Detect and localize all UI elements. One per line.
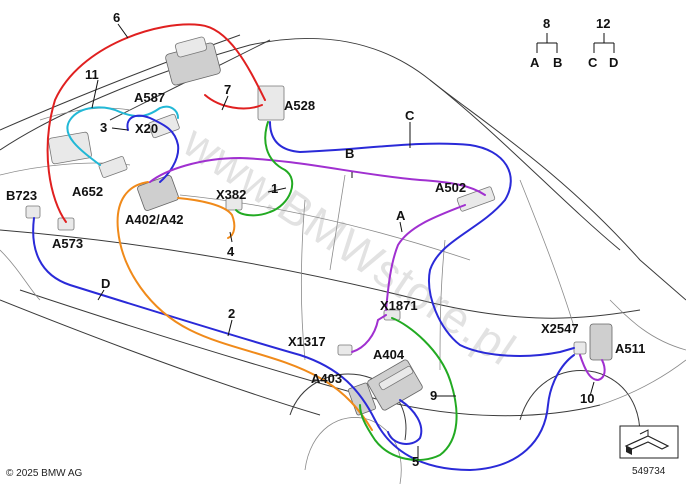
- door-line-2: [439, 239, 446, 371]
- wire-9-green: [359, 317, 458, 461]
- label-A: A: [396, 208, 406, 223]
- figure-number: 549734: [632, 466, 666, 477]
- label-x2547: X2547: [541, 321, 579, 336]
- wire-C-blue: [269, 121, 575, 357]
- wire-7-red: [204, 94, 263, 110]
- a404-module: [367, 359, 423, 411]
- roof-line: [0, 37, 621, 251]
- label-x382: X382: [216, 187, 246, 202]
- front-module-cluster: [48, 131, 92, 165]
- label-a402: A402/A42: [125, 212, 184, 227]
- legend: 8 A B 12 C D: [530, 16, 618, 70]
- tail-line: [609, 299, 686, 351]
- legend-12-parent: 12: [596, 16, 610, 31]
- x1317-connector: [337, 344, 353, 356]
- c-pillar: [519, 179, 576, 331]
- front-bumper: [0, 249, 41, 301]
- b-pillar: [329, 174, 346, 271]
- a511-module: [589, 323, 613, 361]
- labels: 6 11 A587 7 A528 3 X20 C B A652 B723 1 X…: [6, 10, 645, 469]
- label-3: 3: [100, 120, 107, 135]
- label-6: 6: [113, 10, 120, 25]
- legend-8-child-b: B: [553, 55, 562, 70]
- label-a528: A528: [284, 98, 315, 113]
- x382-connector: [225, 197, 243, 211]
- x2547-connector: [573, 341, 587, 355]
- view-direction-icon: [619, 425, 679, 459]
- legend-8-parent: 8: [543, 16, 550, 31]
- wire-10-purple: [579, 354, 606, 381]
- label-a587: A587: [134, 90, 165, 105]
- wire-x1317-purple: [351, 314, 387, 353]
- a573-module: [57, 217, 75, 231]
- copyright-text: © 2025 BMW AG: [6, 468, 83, 479]
- door-line-1: [300, 199, 306, 361]
- a652-module: [98, 156, 128, 178]
- label-C: C: [405, 108, 415, 123]
- label-1: 1: [271, 181, 278, 196]
- legend-group-12: 12 C D: [588, 16, 618, 70]
- label-a573: A573: [52, 236, 83, 251]
- label-9: 9: [430, 388, 437, 403]
- label-11: 11: [85, 67, 99, 82]
- legend-group-8: 8 A B: [530, 16, 562, 70]
- a402-module: [137, 175, 179, 211]
- rear-bumper: [599, 359, 686, 406]
- wire-3-blue: [126, 114, 180, 183]
- label-4: 4: [227, 244, 235, 259]
- roof-rear: [429, 79, 686, 301]
- legend-12-child-d: D: [609, 55, 618, 70]
- a528-module: [257, 85, 285, 121]
- label-a511: A511: [615, 341, 645, 356]
- sill-line: [19, 289, 601, 417]
- wire-5-blue: [387, 399, 423, 445]
- wire-A-purple: [385, 204, 466, 311]
- label-a502: A502: [435, 180, 466, 195]
- window-lower: [179, 194, 471, 261]
- wire-D-blue: [32, 217, 575, 471]
- label-b723: B723: [6, 188, 37, 203]
- wire-6-red: [46, 23, 266, 223]
- label-7: 7: [224, 82, 231, 97]
- front-wheel-arch: [289, 373, 407, 441]
- leader-lines: [91, 23, 595, 460]
- label-a652: A652: [72, 184, 103, 199]
- legend-12-child-c: C: [588, 55, 598, 70]
- wire-4-orange: [177, 197, 236, 239]
- label-x20: X20: [135, 121, 158, 136]
- rear-wheel-arch: [519, 370, 641, 436]
- a502-module: [456, 186, 496, 212]
- label-10: 10: [580, 391, 594, 406]
- label-D: D: [101, 276, 110, 291]
- label-x1317: X1317: [288, 334, 326, 349]
- b723-sensor: [25, 205, 41, 219]
- label-a404: A404: [373, 347, 405, 362]
- legend-8-child-a: A: [530, 55, 540, 70]
- label-2: 2: [228, 306, 235, 321]
- wire-11-cyan: [66, 105, 179, 166]
- wire-2-orange: [116, 181, 373, 431]
- a587-module: [165, 36, 221, 86]
- label-B: B: [345, 146, 354, 161]
- beltline: [0, 229, 641, 319]
- wire-1-green: [235, 121, 294, 217]
- lower-body: [0, 299, 321, 416]
- label-5: 5: [412, 454, 419, 469]
- label-x1871: X1871: [380, 298, 418, 313]
- x1871-connector: [383, 309, 401, 321]
- wire-B-purple: [149, 157, 486, 196]
- components: [25, 36, 613, 416]
- wires: [32, 23, 606, 471]
- label-a403: A403: [311, 371, 342, 386]
